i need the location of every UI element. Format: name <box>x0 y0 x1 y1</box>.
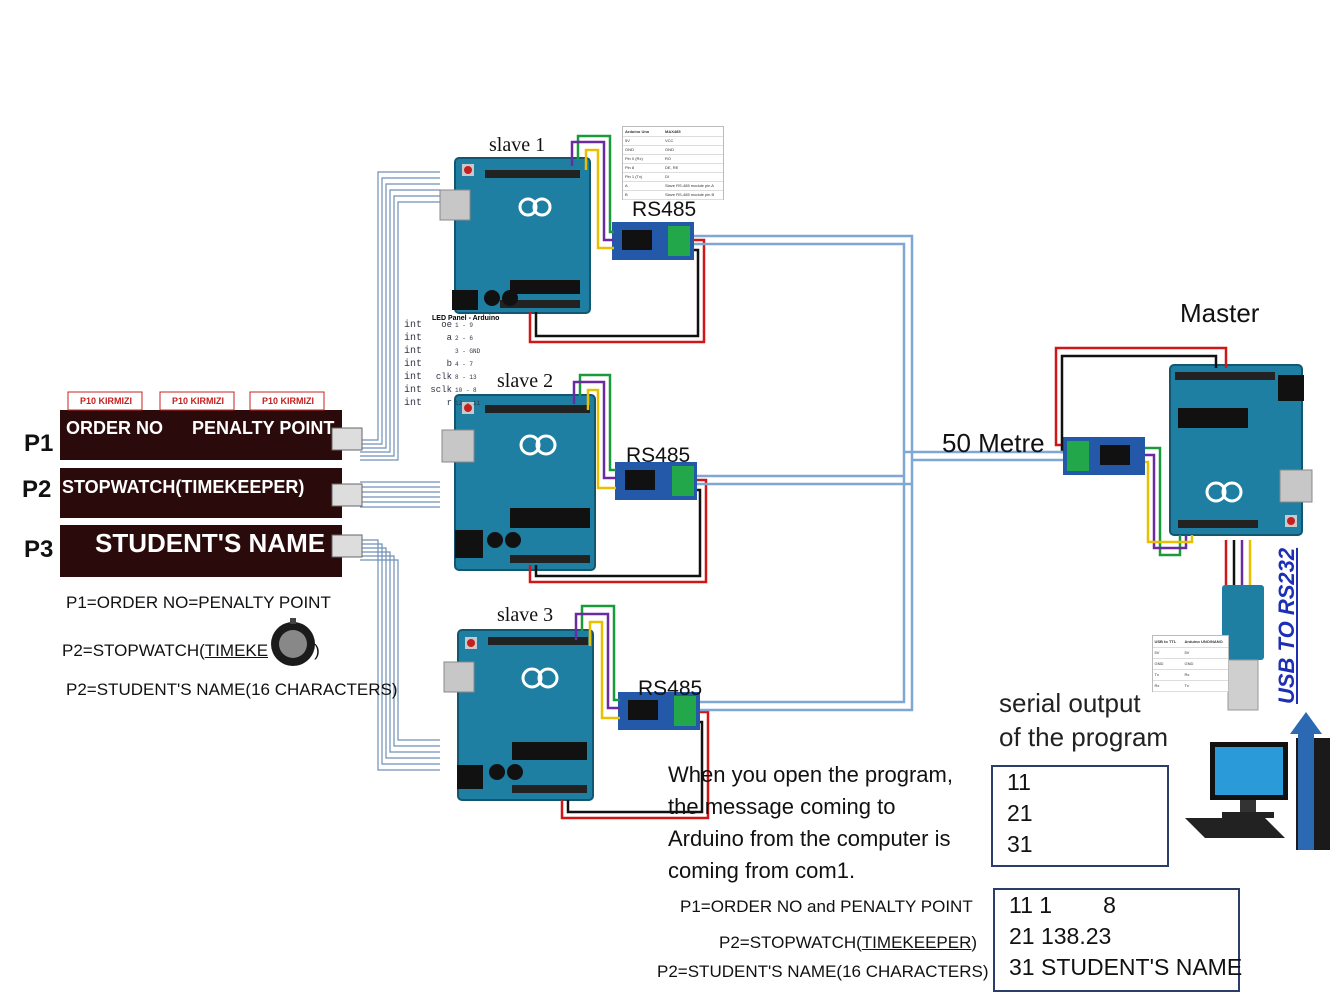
slave3-label: slave 3 <box>497 604 554 626</box>
slave2-label: slave 2 <box>497 370 554 392</box>
panel-p1-text-left: ORDER NO <box>66 418 164 438</box>
panel-id-p1: P1 <box>24 430 54 457</box>
rs485-label-1: RS485 <box>632 198 697 221</box>
serial-title-line2: of the program <box>999 722 1169 752</box>
panel-p3-text: STUDENT'S NAME <box>95 528 326 558</box>
panel-to-slave1-bundle <box>360 171 440 461</box>
legend-bottom-line3: P2=STUDENT'S NAME(16 CHARACTERS) <box>657 962 989 981</box>
slave1-label: slave 1 <box>489 134 546 156</box>
rs485-table-row: Pin 0 (Rx)RO <box>623 154 723 164</box>
output-line-1: 11 1 8 <box>1009 892 1116 918</box>
message-text: When you open the program, the message c… <box>668 759 953 887</box>
panel-id-p3: P3 <box>24 536 54 563</box>
output-box: 11 1 8 21 138.23 31 STUDENT'S NAME <box>993 888 1243 992</box>
legend-left-line1: P1=ORDER NO=PENALTY POINT <box>66 593 331 612</box>
usb-adapter-wires <box>1224 540 1252 585</box>
slave3-board <box>443 629 594 801</box>
pin-table-title: LED Panel - Arduino <box>432 315 500 322</box>
led-panels <box>60 391 363 577</box>
output-line-3: 31 STUDENT'S NAME <box>1009 954 1243 980</box>
rs485-module-slave2 <box>615 462 697 500</box>
master-signal-wires <box>1145 446 1194 557</box>
stopwatch-icon <box>271 618 315 666</box>
serial-output-box: 11 21 31 <box>991 765 1169 867</box>
usb-rs232-label: USB TO RS232 <box>1274 547 1299 704</box>
slave1-board <box>439 157 591 314</box>
slave2-signal-wires <box>572 373 616 490</box>
serial-line-3: 31 <box>1007 831 1033 857</box>
rs485-label-3: RS485 <box>638 677 703 700</box>
panel-tag-3: P10 KIRMIZI <box>262 396 315 406</box>
panel-to-slave2-bundle <box>360 481 440 508</box>
panel-tag-1: P10 KIRMIZI <box>80 396 133 406</box>
legend-bottom-line1: P1=ORDER NO and PENALTY POINT <box>680 897 973 916</box>
slave3-signal-wires <box>574 604 620 720</box>
rs485-module-slave3 <box>618 692 700 730</box>
legend-left-line3: P2=STUDENT'S NAME(16 CHARACTERS) <box>66 680 398 699</box>
arrow-up-icon <box>1290 712 1322 850</box>
legend-bottom-line2: P2=STOPWATCH(TIMEKEEPER) <box>719 933 978 952</box>
rs485-module-master <box>1063 437 1145 475</box>
rs485-table-row: Pin 1 (Tx)DI <box>623 172 723 182</box>
panel-p2-text: STOPWATCH(TIMEKEEPER) <box>62 477 305 497</box>
message-line-4: coming from com1. <box>668 858 856 883</box>
rs485-bus <box>694 234 1063 712</box>
panel-p1-text-right: PENALTY POINT <box>192 418 335 438</box>
legend-left-line2: P2=STOPWATCH(TIMEKE) <box>62 641 320 660</box>
slave2-board <box>441 394 596 571</box>
distance-label: 50 Metre <box>942 428 1045 458</box>
panel-to-slave3-bundle <box>360 539 440 771</box>
master-label: Master <box>1180 298 1260 328</box>
serial-line-2: 21 <box>1007 800 1033 826</box>
panel-tag-2: P10 KIRMIZI <box>172 396 225 406</box>
rs485-module-slave1 <box>612 222 694 260</box>
rs485-label-2: RS485 <box>626 444 691 467</box>
message-line-2: the message coming to <box>668 794 896 819</box>
message-line-3: Arduino from the computer is <box>668 826 951 851</box>
panel-id-p2: P2 <box>22 476 52 503</box>
serial-line-1: 11 <box>1007 769 1031 795</box>
slave1-signal-wires <box>570 134 614 250</box>
serial-title-line1: serial output <box>999 688 1141 718</box>
output-line-2: 21 138.23 <box>1009 923 1112 949</box>
master-board <box>1169 364 1313 536</box>
message-line-1: When you open the program, <box>668 762 953 787</box>
